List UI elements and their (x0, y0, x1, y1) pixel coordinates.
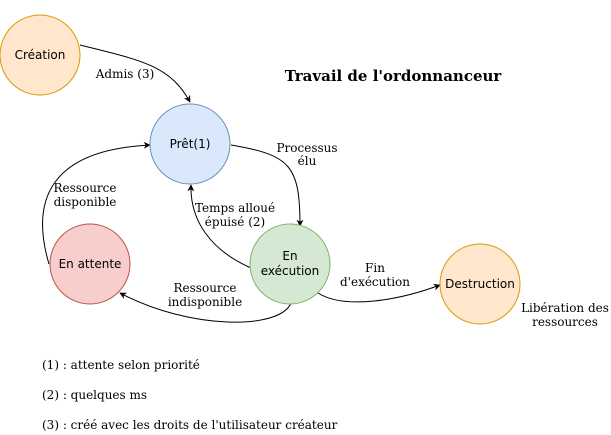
edge-label-ressource-disponible-line1: Ressource (54, 181, 117, 195)
diagram-title: Travail de l'ordonnanceur (285, 67, 503, 85)
footnote-1: (1) : attente selon priorité (42, 358, 200, 372)
node-execution-label-line2: exécution (261, 264, 319, 278)
node-pret-circle (149, 103, 231, 185)
edge-label-processus-elu-line2: élu (298, 154, 317, 168)
node-execution-label-line1: En (282, 249, 297, 263)
edge-label-processus-elu-line1: Processus (276, 141, 337, 155)
node-pret-label: Prêt(1) (170, 137, 211, 151)
node-destruction-label: Destruction (445, 277, 515, 291)
node-creation-label: Création (15, 48, 66, 62)
edge-label-ressource-indisponible-line1: Ressource (174, 281, 237, 295)
footnote-3: (3) : créé avec les droits de l'utilisat… (42, 418, 338, 432)
node-destruction: Destruction (439, 243, 521, 325)
node-pret: Prêt(1) (149, 103, 231, 185)
edge-creation-to-pret (79, 44, 191, 103)
node-execution-circle (249, 223, 331, 305)
node-creation-circle (0, 14, 81, 96)
node-attente-label: En attente (59, 257, 122, 271)
edge-pret-to-execution (230, 144, 304, 227)
node-destruction-circle (439, 243, 521, 325)
edge-execution-to-pret (187, 184, 252, 269)
edge-label-ressource-disponible-line2: disponible (54, 195, 117, 209)
edge-label-temps-alloue-line2: épuisé (2) (205, 215, 265, 229)
node-attente: En attente (49, 223, 131, 305)
edge-label-ressource-indisponible-line2: indisponible (168, 295, 242, 309)
liberation-label-line2: ressources (532, 315, 598, 329)
edge-label-fin-execution-line2: d'exécution (340, 275, 410, 289)
edge-attente-to-pret (42, 141, 151, 265)
edge-label-fin-execution-line1: Fin (365, 261, 385, 275)
node-execution: En exécution (249, 223, 331, 305)
liberation-label-line1: Libération des (521, 301, 609, 315)
edge-execution-to-attente (119, 292, 292, 323)
footnote-2: (2) : quelques ms (42, 388, 147, 402)
node-attente-circle (49, 223, 131, 305)
edge-label-admis: Admis (3) (95, 67, 155, 81)
edge-execution-to-destruction (317, 283, 441, 303)
node-creation: Création (0, 14, 81, 96)
edge-label-temps-alloue-line1: Temps alloué (195, 201, 275, 215)
